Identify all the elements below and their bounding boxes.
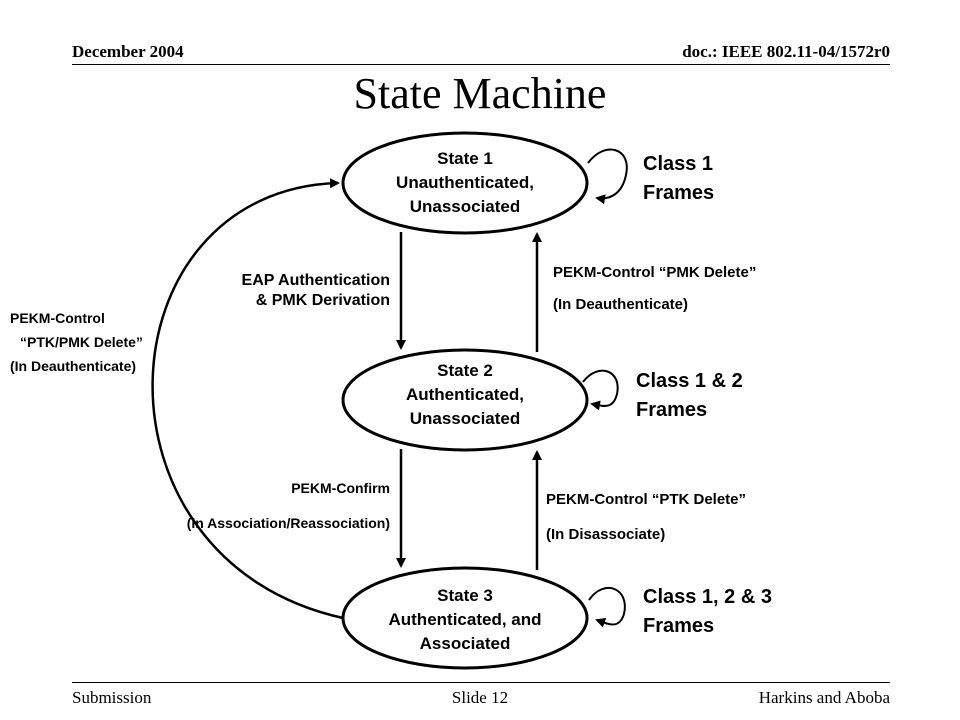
frame-class-3: Class 1, 2 & 3 Frames (643, 583, 772, 641)
state-1-label: State 1 Unauthenticated, Unassociated (343, 147, 587, 219)
frame-class-1-name: Class 1 (643, 153, 714, 175)
self-loop-state-2 (582, 369, 619, 411)
slide-title: State Machine (353, 69, 607, 118)
pmk-derivation-label: & PMK Derivation (255, 292, 390, 309)
deauth-label: (In Deauthenticate) (553, 296, 689, 313)
pekm-control-label: PEKM-Control (10, 310, 105, 326)
state-1-assoc: Unassociated (409, 197, 521, 216)
state-3-title: State 3 (437, 586, 493, 605)
header-date: December 2004 (72, 42, 184, 61)
frame-class-2: Class 1 & 2 Frames (636, 367, 743, 425)
deauth-label-left: (In Deauthenticate) (10, 358, 137, 374)
transition-s3-to-s2-label: PEKM-Control “PTK Delete” (In Disassocia… (546, 490, 746, 545)
state-3-label: State 3 Authenticated, and Associated (343, 584, 587, 656)
transition-s2-to-s1-label: PEKM-Control “PMK Delete” (In Deauthenti… (553, 263, 756, 315)
frame-class-3-name: Class 1, 2 & 3 (643, 586, 772, 608)
state-3-auth: Authenticated, and (388, 610, 542, 629)
state-1-auth: Unauthenticated, (396, 173, 534, 192)
self-loop-state-3 (588, 586, 626, 628)
state-2-node (341, 348, 589, 452)
state-2-title: State 2 (437, 361, 493, 380)
transition-s1-to-s2-label: EAP Authentication & PMK Derivation (242, 271, 390, 311)
header-doc-id: doc.: IEEE 802.11-04/1572r0 (682, 42, 890, 61)
association-label: (in Association/Reassociation) (186, 515, 390, 531)
state-2-label: State 2 Authenticated, Unassociated (343, 359, 587, 431)
frame-class-1: Class 1 Frames (643, 150, 714, 208)
frame-class-3-frames: Frames (643, 615, 715, 637)
header-rule (72, 64, 890, 65)
pekm-confirm-label: PEKM-Confirm (291, 480, 390, 496)
footer-rule (72, 682, 890, 683)
frame-class-2-name: Class 1 & 2 (636, 370, 743, 392)
footer-authors: Harkins and Aboba (758, 688, 890, 707)
ptk-delete-label: PEKM-Control “PTK Delete” (546, 491, 747, 508)
disassociate-label: (In Disassociate) (546, 526, 666, 543)
state-2-auth: Authenticated, (405, 385, 525, 404)
eap-auth-label: EAP Authentication (241, 272, 390, 289)
ptk-pmk-delete-label: “PTK/PMK Delete” (20, 334, 143, 350)
pmk-delete-label: PEKM-Control “PMK Delete” (553, 264, 757, 281)
frame-class-1-frames: Frames (643, 182, 715, 204)
state-1-title: State 1 (437, 149, 493, 168)
footer-submission: Submission (72, 688, 152, 707)
self-loop-state-1 (587, 148, 628, 205)
state-3-assoc: Associated (419, 634, 511, 653)
state-2-assoc: Unassociated (409, 409, 521, 428)
footer-slide-number: Slide 12 (451, 688, 509, 707)
state-1-node (341, 131, 589, 235)
arrow-s3-to-s1 (151, 178, 344, 620)
frame-class-2-frames: Frames (636, 399, 708, 421)
transition-s2-to-s3-label: PEKM-Confirm (in Association/Reassociati… (187, 478, 390, 533)
transition-s3-to-s1-label: PEKM-Control “PTK/PMK Delete” (In Deauth… (10, 306, 143, 378)
